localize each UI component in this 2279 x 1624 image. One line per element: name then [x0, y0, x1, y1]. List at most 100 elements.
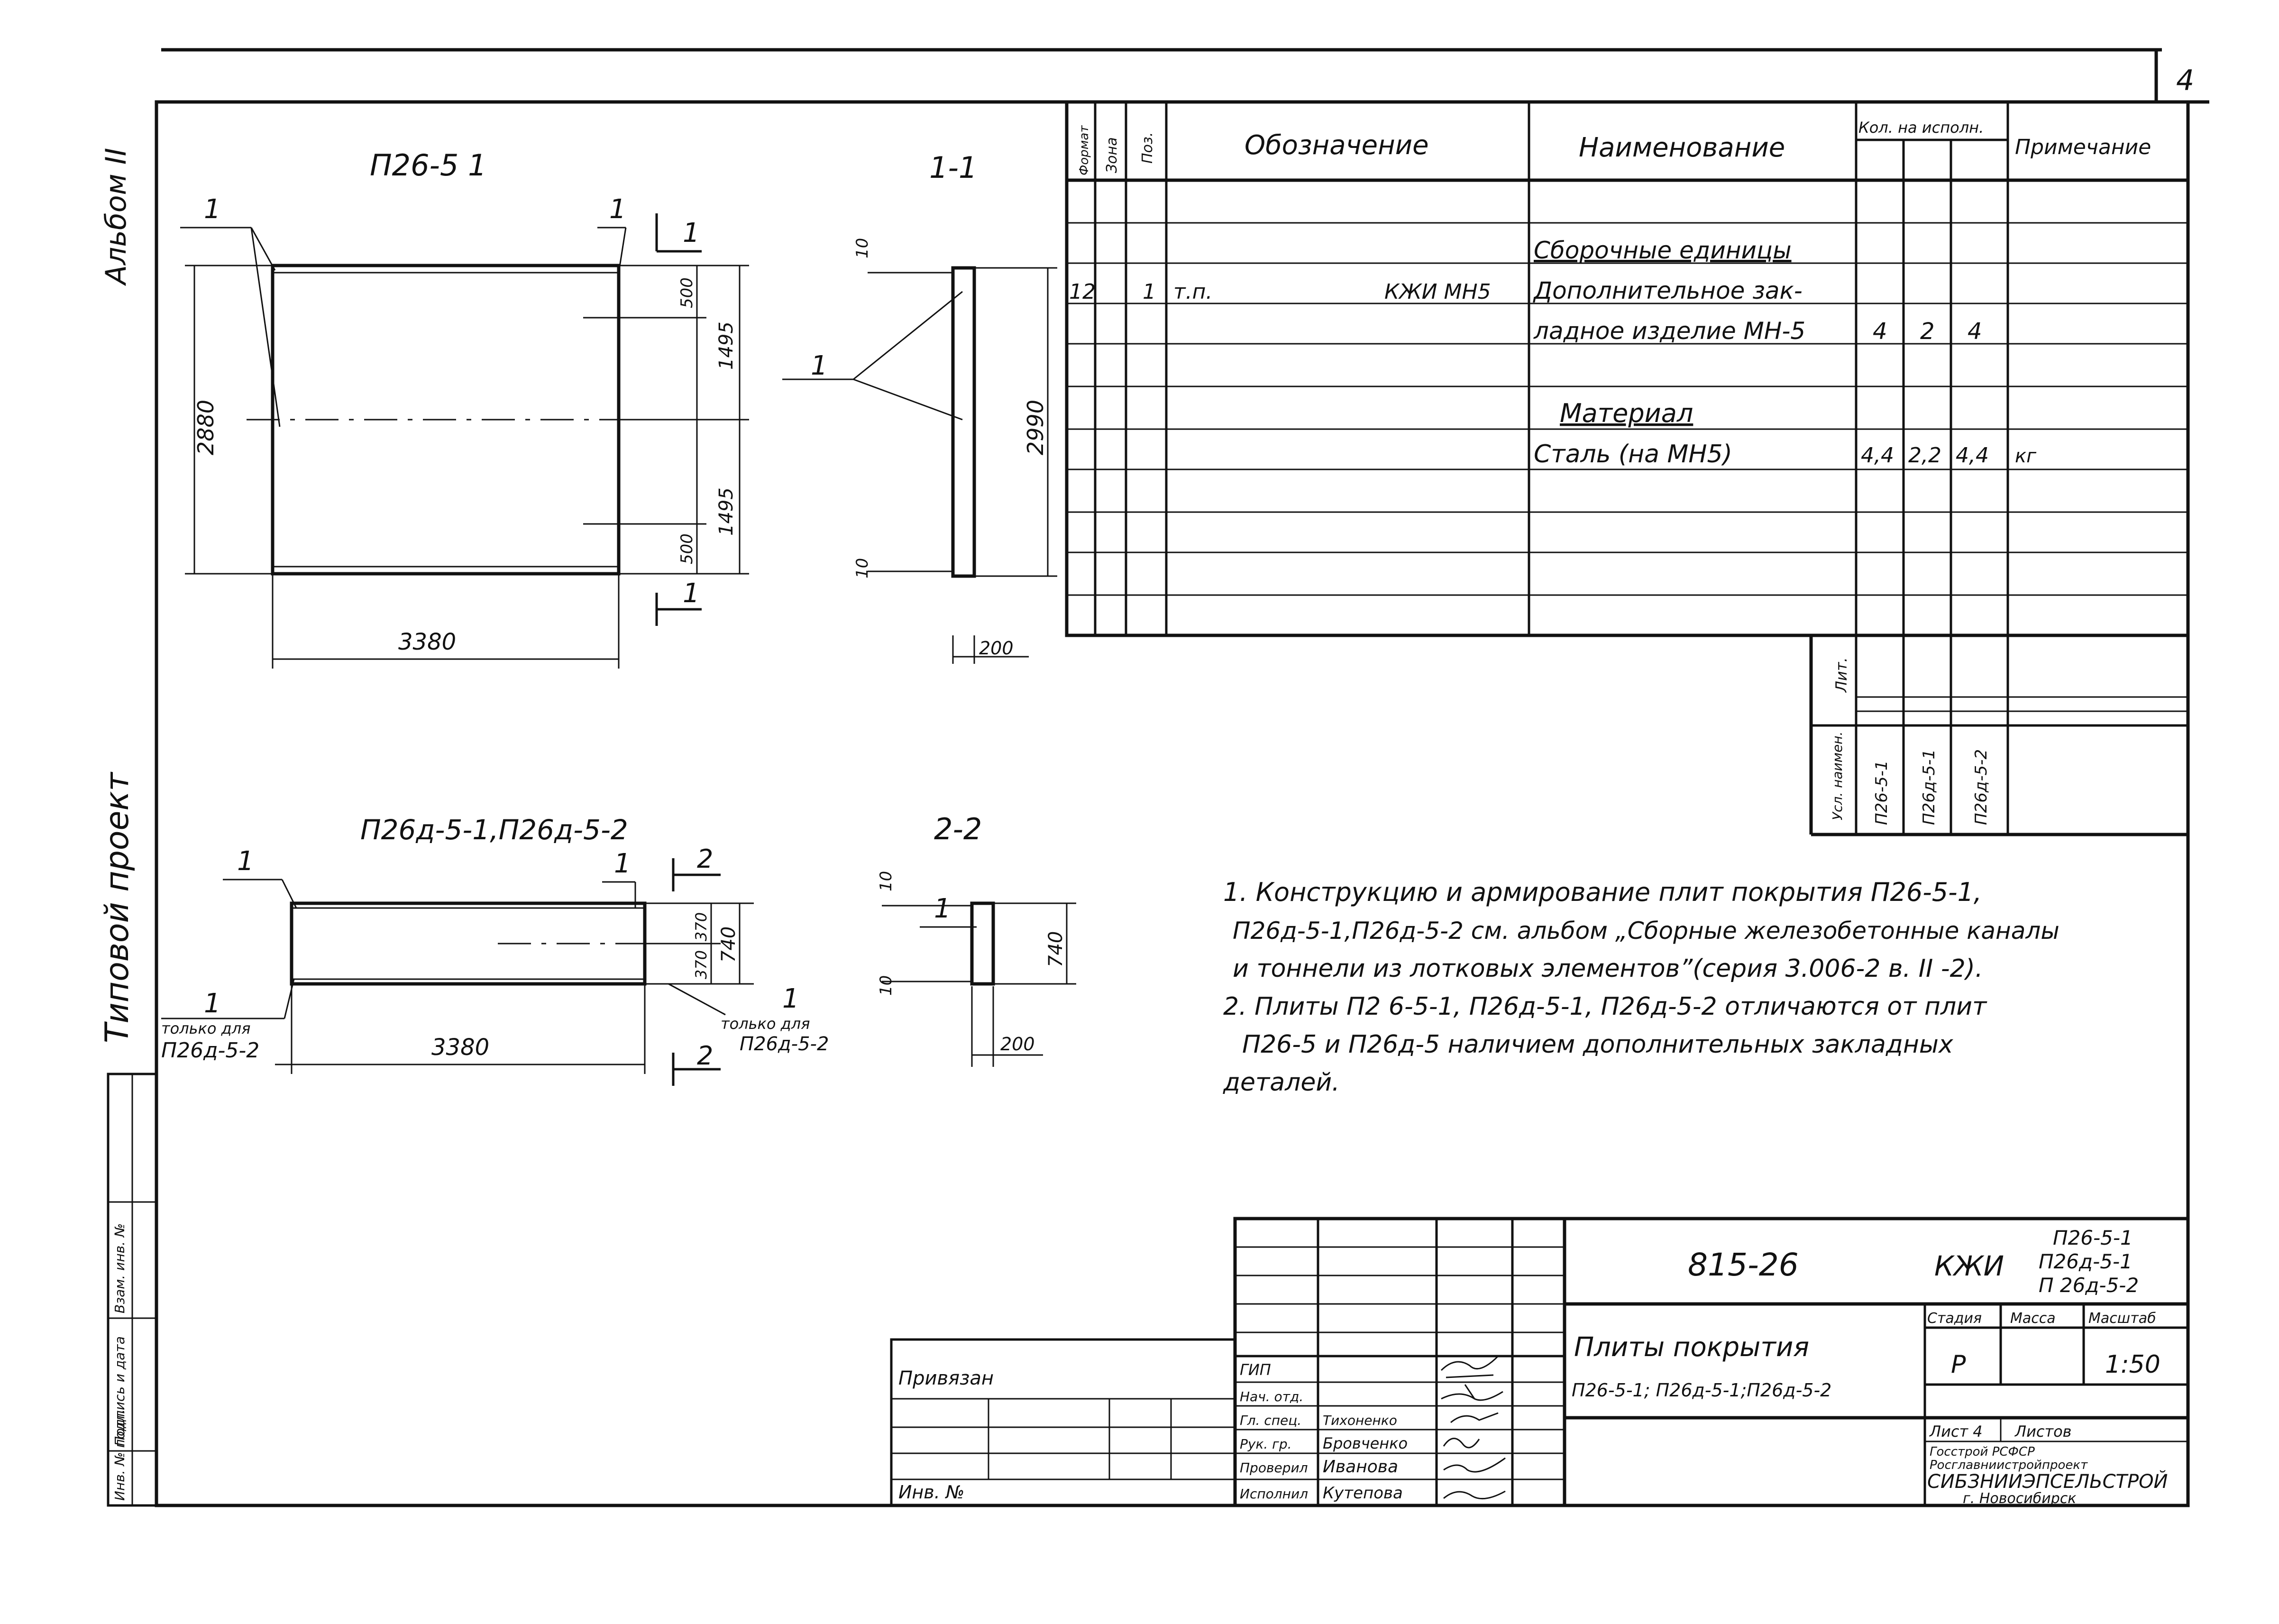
- top-plan-mark-right: 1: [609, 194, 626, 225]
- signature-ispolnil: [1443, 1490, 1506, 1500]
- name-proveril: Иванова: [1323, 1457, 1398, 1477]
- spec-header-zone: Зона: [1104, 137, 1120, 173]
- section-2-dim-top: 10: [877, 871, 896, 891]
- note-1-line-3: и тоннели из лотковых элементов”(серия 3…: [1233, 954, 1983, 983]
- code-line-3: П 26д-5-2: [2039, 1274, 2139, 1297]
- spec-section-assembly: Сборочные единицы: [1534, 237, 1792, 264]
- spec-footer-usl: Усл. наимен.: [1830, 732, 1845, 820]
- bottom-plan-note-only: только для: [161, 1019, 250, 1037]
- spec-steel-name: Сталь (на МН5): [1534, 440, 1732, 468]
- top-plan-mark: 1: [204, 194, 221, 225]
- spec-item-qty-2: 2: [1920, 318, 1935, 345]
- spec-section-material: Материал: [1560, 398, 1693, 428]
- spec-header-note: Примечание: [2015, 135, 2151, 159]
- section-1-dim-height: 2990: [1023, 400, 1048, 455]
- top-plan-dim-length: 3380: [398, 629, 456, 655]
- bottom-plan-dim-total: 740: [718, 927, 740, 963]
- spec-steel-qty-2: 2,2: [1908, 443, 1941, 468]
- top-plan-title: П26-5 1: [370, 148, 487, 183]
- top-plan-section-mark-top: 1: [683, 218, 700, 248]
- org-line-1: Госстрой РСФСР: [1930, 1445, 2035, 1459]
- section-2-dim-bottom: 10: [877, 975, 896, 996]
- signature-proveril: [1443, 1457, 1506, 1473]
- section-1-title: 1-1: [929, 150, 977, 185]
- code-line-2: П26д-5-1: [2039, 1250, 2133, 1273]
- project-label: Типовой проект: [99, 771, 136, 1043]
- org-line-4: г. Новосибирск: [1963, 1490, 2076, 1507]
- note-2-line-3: деталей.: [1223, 1068, 1340, 1097]
- spec-header-format: Формат: [1077, 125, 1091, 175]
- spec-item-format: 12: [1069, 280, 1096, 304]
- section-1-drawing: 1-1 1 10 10 2990 200: [782, 150, 1057, 664]
- bottom-plan-note-only2-item: П26д-5-2: [740, 1033, 829, 1055]
- spec-header-pos: Поз.: [1139, 132, 1156, 164]
- role-proveril: Проверил: [1240, 1460, 1308, 1476]
- signature-ruk-gr: [1443, 1438, 1480, 1449]
- bottom-plan-note-only2: только для: [721, 1015, 810, 1033]
- album-label: Альбом II: [100, 148, 133, 286]
- bottom-plan-title: П26д-5-1,П26д-5-2: [360, 814, 628, 846]
- top-plan-dim-lower: 500: [677, 533, 696, 564]
- spec-steel-qty-3: 4,4: [1956, 443, 1989, 468]
- stage-value: Р: [1951, 1350, 1966, 1379]
- bottom-plan-mark-left: 1: [237, 846, 254, 877]
- title-line-1: Плиты покрытия: [1574, 1332, 1809, 1363]
- role-ruk-gr: Рук. гр.: [1240, 1436, 1292, 1452]
- spec-footer-var3: П26д-5-2: [1972, 749, 1991, 825]
- spec-table: Формат Зона Поз. Обозначение Наименовани…: [1065, 100, 2190, 836]
- sheet-frame: [107, 48, 2209, 1507]
- kzhi-label: КЖИ: [1934, 1250, 2004, 1282]
- section-2-title: 2-2: [934, 812, 982, 846]
- spec-item-designation-b: КЖИ МН5: [1384, 280, 1491, 304]
- role-nach-otd: Нач. отд.: [1240, 1389, 1303, 1404]
- top-plan-dim-height: 2880: [193, 400, 219, 455]
- stamp-inv-label: Инв. № подл.: [112, 1409, 128, 1501]
- spec-item-qty-1: 4: [1873, 318, 1887, 345]
- role-ispolnil: Исполнил: [1240, 1486, 1308, 1502]
- section-1-dim-top: 10: [853, 238, 872, 258]
- bottom-plan-note-only-item: П26д-5-2: [161, 1038, 259, 1063]
- section-2-dim-width: 200: [1000, 1034, 1035, 1055]
- bottom-plan-dim-a: 370: [692, 912, 710, 941]
- code-line-1: П26-5-1: [2053, 1226, 2133, 1249]
- bottom-plan-drawing: П26д-5-1,П26д-5-2 1 1 1 только для П26д-…: [161, 814, 829, 1086]
- privyazan-label: Привязан: [898, 1367, 994, 1389]
- signature-nach-otd: [1441, 1384, 1503, 1401]
- page-number: 4: [2176, 64, 2194, 97]
- role-gl-spec: Гл. спец.: [1240, 1413, 1301, 1428]
- section-2-dim-height: 740: [1045, 931, 1067, 967]
- spec-header-name: Наименование: [1579, 132, 1785, 163]
- bottom-plan-mark-lower2: 1: [782, 983, 799, 1014]
- notes-block: 1. Конструкцию и армирование плит покрыт…: [1223, 877, 2059, 1097]
- note-1-line-2: П26д-5-1,П26д-5-2 см. альбом „Сборные же…: [1233, 917, 2059, 945]
- doc-code: 815-26: [1688, 1247, 1799, 1283]
- top-plan-dim-upper: 500: [677, 277, 696, 308]
- section-1-dim-bottom: 10: [853, 558, 872, 578]
- mass-header: Масса: [2010, 1310, 2056, 1327]
- bottom-plan-mark-lower: 1: [204, 988, 221, 1019]
- title-block: Привязан Инв. № 815-26 КЖИ П26-5-1 П26д-…: [890, 1217, 2190, 1507]
- spec-header-designation: Обозначение: [1245, 130, 1429, 161]
- sheet-label: Лист 4: [1929, 1422, 1983, 1440]
- org-line-2: Росглавниистройпроект: [1930, 1458, 2088, 1472]
- name-ruk-gr: Бровченко: [1323, 1434, 1408, 1452]
- signature-gl-spec: [1450, 1412, 1499, 1423]
- name-ispolnil: Кутепова: [1323, 1484, 1403, 1503]
- top-plan-dim-half-upper: 1495: [715, 321, 737, 370]
- spec-item-designation-a: т.п.: [1173, 280, 1212, 304]
- section-1-dim-width: 200: [979, 638, 1014, 659]
- role-gip: ГИП: [1240, 1361, 1271, 1379]
- section-2-mark: 1: [934, 893, 951, 924]
- spec-footer-lit: Лит.: [1832, 657, 1850, 693]
- spec-header-qty: Кол. на исполн.: [1858, 119, 1984, 137]
- spec-item-qty-3: 4: [1968, 318, 1982, 345]
- bottom-plan-section-mark-top: 2: [697, 844, 713, 874]
- spec-steel-unit: кг: [2015, 445, 2037, 467]
- name-gl-spec: Тихоненко: [1323, 1413, 1397, 1428]
- spec-footer-var1: П26-5-1: [1872, 760, 1891, 825]
- title-line-2: П26-5-1; П26д-5-1;П26д-5-2: [1572, 1380, 1831, 1401]
- note-2-line-2: П26-5 и П26д-5 наличием дополнительных з…: [1242, 1030, 1954, 1059]
- section-1-mark: 1: [811, 350, 828, 381]
- stamp-replace-label: Взам. инв. №: [112, 1223, 128, 1313]
